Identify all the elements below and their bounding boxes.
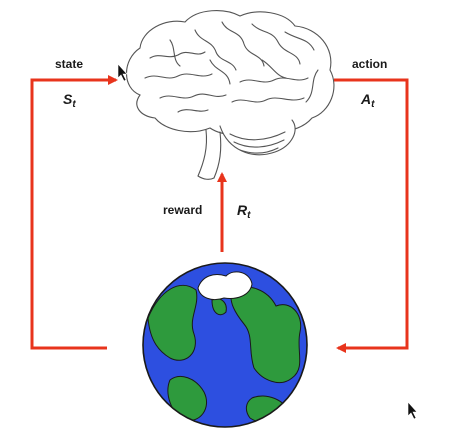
reward-symbol: Rt xyxy=(237,202,251,221)
state-symbol: St xyxy=(63,91,76,110)
state-arrow xyxy=(30,75,118,350)
brain-icon xyxy=(126,10,335,180)
action-arrow xyxy=(334,78,409,353)
action-symbol: At xyxy=(361,91,375,110)
mouse-pointer-icon xyxy=(117,63,128,82)
reward-label: reward xyxy=(163,203,203,217)
mouse-pointer-icon xyxy=(407,401,418,420)
action-label: action xyxy=(352,57,388,71)
globe-icon xyxy=(142,262,308,428)
state-label: state xyxy=(55,57,84,71)
